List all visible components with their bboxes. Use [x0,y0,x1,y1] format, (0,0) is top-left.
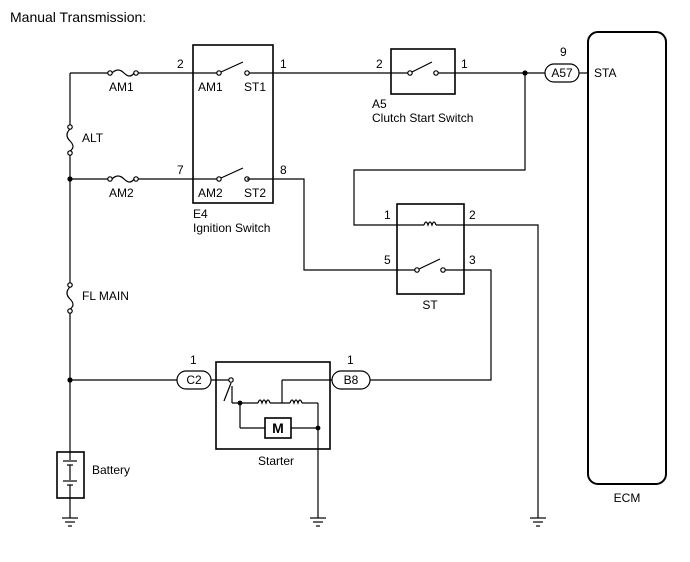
st-relay-contact [247,178,492,381]
ignition-pin-8: 8 [280,163,287,177]
ecm-sta-terminal: STA [594,66,616,80]
fuse-fl-main-label: FL MAIN [82,289,129,303]
clutch-switch-box [390,48,456,95]
starter-pin-c2: 1 [190,353,197,367]
relay-pin-3: 3 [469,253,476,267]
fuse-fl-main-symbol [66,282,74,314]
clutch-switch-contact [340,61,545,76]
connector-a57-label: A57 [551,66,573,80]
relay-pin-5: 5 [384,253,391,267]
fuse-am1-label: AM1 [109,80,134,94]
clutch-switch-name: Clutch Start Switch [372,111,473,125]
fuse-am2-symbol [107,175,139,183]
st-relay-label: ST [422,298,438,312]
relay-pin-1: 1 [384,208,391,222]
starter-motor-letter: M [272,420,284,436]
ignition-switch-box [192,44,274,204]
ignition-pin-2: 2 [177,57,184,71]
fuse-am1-symbol [107,69,139,77]
fuse-alt-symbol [66,124,74,156]
ignition-am1-label: AM1 [198,80,223,94]
ignition-pin-7: 7 [177,163,184,177]
ignition-am2-st2-contact [216,167,250,182]
clutch-pin-2: 2 [376,57,383,71]
ignition-st2-label: ST2 [244,186,266,200]
starter-box [215,361,331,450]
starter-pin-b8: 1 [347,353,354,367]
starter-motor-symbol [264,417,292,439]
st-relay-box [396,203,465,295]
connector-b8-label: B8 [344,373,359,387]
clutch-pin-1: 1 [461,57,468,71]
left-power-bus [67,72,217,452]
relay-ground-wire [464,224,539,518]
ignition-switch-id: E4 [193,207,208,221]
ecm-label: ECM [614,491,641,505]
st-relay-coil [397,221,464,227]
starter-label: Starter [258,454,294,468]
ground-icon [530,517,546,527]
connector-c2-label: C2 [186,373,202,387]
ignition-am2-label: AM2 [198,186,223,200]
fuse-alt-label: ALT [82,131,104,145]
ignition-st1-label: ST1 [244,80,266,94]
diagram-title: Manual Transmission: [10,9,146,25]
fuse-am2-label: AM2 [109,186,134,200]
ignition-pin-1: 1 [280,57,287,71]
battery-symbol [63,452,77,518]
ignition-switch-name: Ignition Switch [193,221,270,235]
ground-icon [310,517,326,527]
clutch-switch-id: A5 [372,97,387,111]
starter-internal-circuit [211,377,332,518]
ecm-box [587,31,667,485]
ecm-pin-9: 9 [560,45,567,59]
ignition-am1-st1-contact [216,61,340,76]
sta-to-relay-wire [353,73,526,226]
ground-icon [62,517,78,527]
battery-label: Battery [92,463,130,477]
relay-pin-2: 2 [469,208,476,222]
